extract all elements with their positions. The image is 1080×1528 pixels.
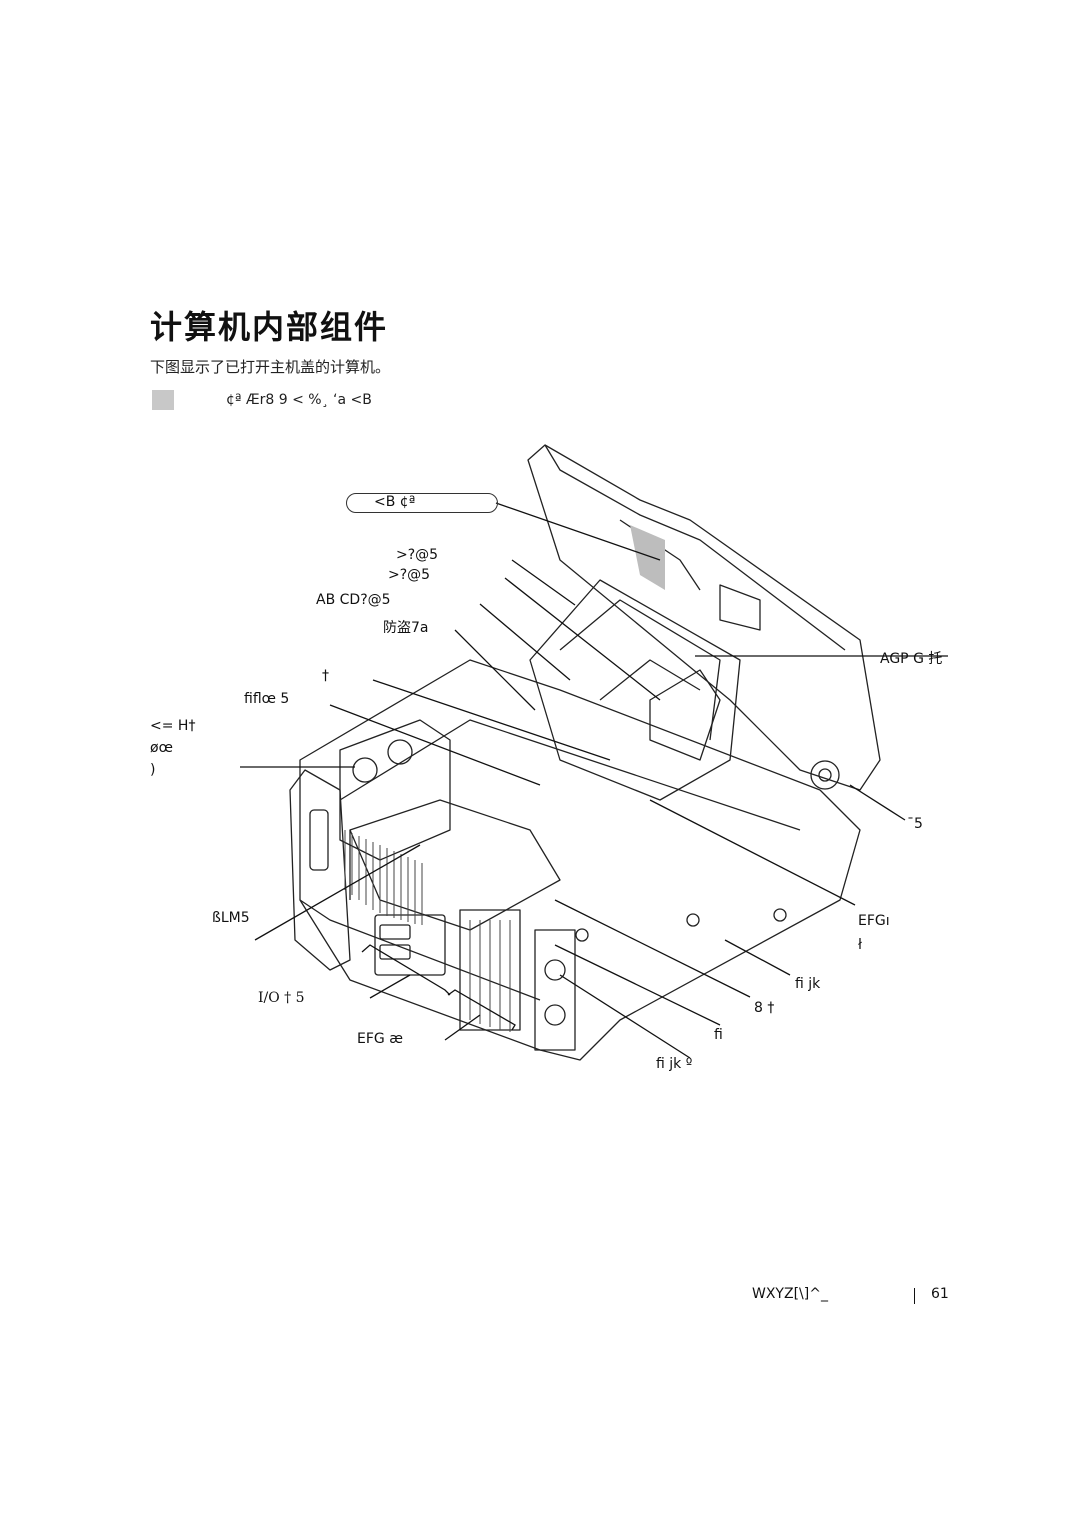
label-drive-2: >?@5 <box>388 567 431 583</box>
intro-text: 下图显示了已打开主机盖的计算机。 <box>150 358 391 376</box>
footer-section-title: WXYZ[\]^_ <box>752 1286 828 1302</box>
cover-callout-label: <B ¢ª <box>374 494 416 510</box>
label-fijk-2: fi jk º <box>656 1056 693 1072</box>
page-title: 计算机内部组件 <box>150 308 389 346</box>
label-lock: 防盗7a <box>383 620 429 636</box>
label-psu-c: ) <box>150 762 156 778</box>
power-supply <box>339 719 451 861</box>
label-floppy: fiflœ 5 <box>244 691 290 707</box>
cover-shading <box>630 525 665 590</box>
label-io: I/O † 5 <box>258 990 305 1006</box>
label-agp: AGP G 托 <box>880 651 943 667</box>
label-drive-3: AB CD?@5 <box>316 592 391 608</box>
expansion-slots <box>459 909 521 1031</box>
label-efg-b: ł <box>858 937 862 953</box>
label-fijk: fi jk <box>795 976 821 992</box>
chassis-cover <box>527 444 881 791</box>
label-efg-a: EFGı <box>858 913 890 929</box>
front-bezel <box>289 769 351 971</box>
label-eight: 8 † <box>754 1000 775 1016</box>
label-psu-b: øœ <box>150 740 173 756</box>
label-fan: ßLM5 <box>212 910 250 926</box>
page-number: 61 <box>931 1286 949 1302</box>
label-speaker: ¯5 <box>907 816 923 832</box>
label-pci: EFG æ <box>357 1031 403 1047</box>
psu-rear <box>534 929 576 1051</box>
label-drive-1: >?@5 <box>396 547 439 563</box>
label-psu-a: <= H† <box>150 718 196 734</box>
chassis-body <box>299 659 861 1061</box>
cover-callout-frame <box>346 493 498 513</box>
caution-icon <box>152 390 174 410</box>
caution-text: ¢ª Ær8 9 < %¸ ‘a <B <box>226 392 372 408</box>
speaker-icon <box>810 760 840 790</box>
label-fi: fi <box>714 1027 723 1043</box>
fan-shroud <box>349 799 561 931</box>
footer-divider <box>914 1288 915 1304</box>
label-dagger: † <box>322 668 329 684</box>
drive-cage <box>529 579 741 801</box>
